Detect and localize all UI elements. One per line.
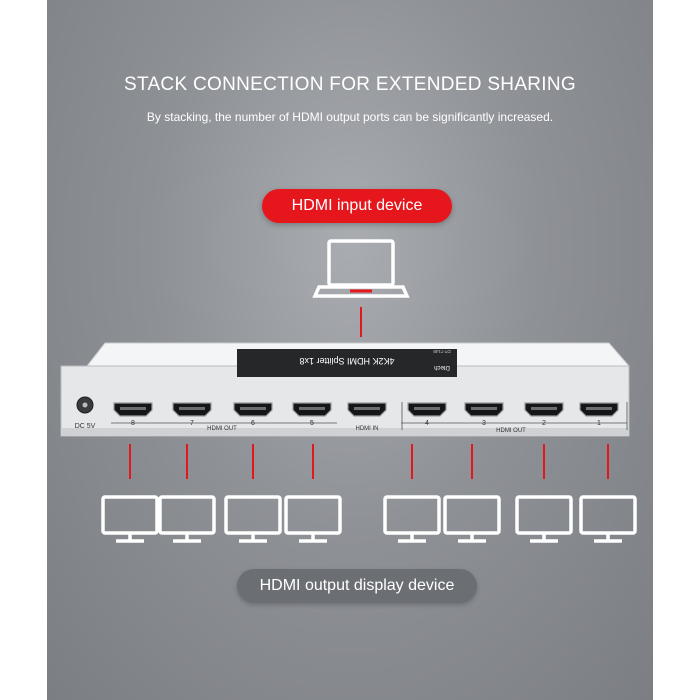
hdmi-out-port-5 [292,402,332,417]
monitor-icon [579,495,637,543]
hdmi-out-port-1 [579,402,619,417]
input-device-pill: HDMI input device [262,189,452,223]
port-number-2: 2 [542,420,546,427]
monitor-icon [443,495,501,543]
device-model-label: 4K2K HDMI Splitter 1x8 [299,356,394,366]
hdmi-out-port-4 [407,402,447,417]
device-model-number: DT-7148 [433,349,451,354]
port-number-3: 3 [482,420,486,427]
monitor-icon [224,495,282,543]
hdmi-out-label-right: HDMI OUT [496,428,526,434]
connection-diagram: 4K2K HDMI Splitter 1x8 DT-7148 Dtech DC … [60,239,637,543]
output-monitors [101,495,637,543]
monitor-icon [158,495,216,543]
device-label-plate [237,349,457,377]
hdmi-in-label: HDMI IN [356,426,379,432]
port-number-1: 1 [597,420,601,427]
monitor-icon [101,495,159,543]
device-brand: Dtech [434,364,450,370]
hdmi-out-port-6 [233,402,273,417]
hdmi-ports [113,402,619,417]
port-number-7: 7 [190,420,194,427]
port-number-8: 8 [131,420,135,427]
hdmi-out-port-7 [172,402,212,417]
dc-label: DC 5V [75,423,96,430]
output-connection-lines [129,444,609,479]
hdmi-out-port-2 [524,402,564,417]
hdmi-splitter-device: 4K2K HDMI Splitter 1x8 DT-7148 Dtech DC … [60,342,631,437]
hdmi-in-port [347,402,387,417]
diagram-panel: STACK CONNECTION FOR EXTENDED SHARING By… [47,0,653,700]
monitor-icon [284,495,342,543]
port-number-4: 4 [425,420,429,427]
port-number-6: 6 [251,420,255,427]
page-title: STACK CONNECTION FOR EXTENDED SHARING [123,74,576,95]
port-number-5: 5 [310,420,314,427]
hdmi-out-label-left: HDMI OUT [207,426,237,432]
monitor-icon [515,495,573,543]
page-subtitle: By stacking, the number of HDMI output p… [146,110,554,124]
hdmi-out-port-3 [464,402,504,417]
laptop-icon [312,239,410,298]
output-device-pill: HDMI output display device [237,569,477,603]
hdmi-out-port-8 [113,402,153,417]
monitor-icon [383,495,441,543]
